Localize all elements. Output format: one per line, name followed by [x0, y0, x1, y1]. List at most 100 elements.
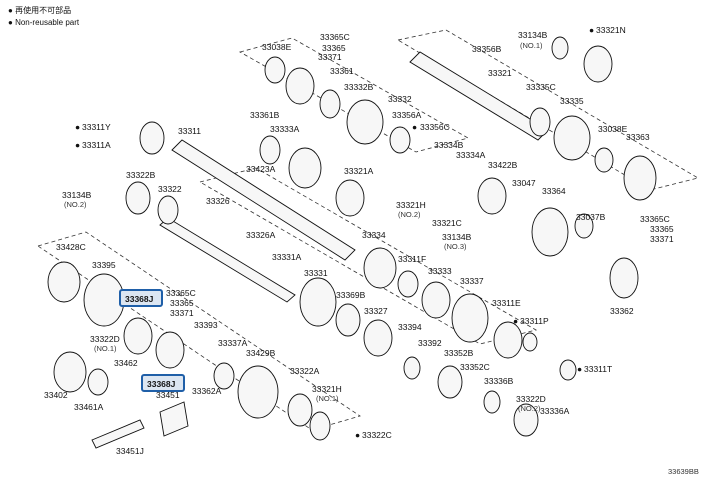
- part-label: 33322C: [362, 430, 392, 440]
- part-label: 33371: [318, 52, 342, 62]
- part-label: 33327: [364, 306, 388, 316]
- part-label: 33311E: [492, 298, 521, 308]
- gear-33423A: [288, 147, 322, 189]
- gear-33352B: [437, 365, 463, 399]
- part-label: 33038E: [598, 124, 628, 134]
- bearing-33321A: [335, 179, 365, 217]
- part-label: 33332: [388, 94, 412, 104]
- part-label: 33352B: [444, 348, 474, 358]
- gear-33429B: [237, 365, 279, 419]
- part-label: 33337: [460, 276, 484, 286]
- non-reusable-marker-icon: ●: [75, 122, 80, 132]
- part-label: 33363: [626, 132, 650, 142]
- bolt-33451J: [91, 419, 145, 449]
- part-label: 33047: [512, 178, 536, 188]
- part-label: 33311A: [82, 140, 111, 150]
- qualifier-note: (NO.1): [316, 394, 339, 403]
- gear-33322D: [123, 317, 153, 355]
- part-label: 33395: [92, 260, 116, 270]
- part-label: 33451J: [116, 446, 144, 456]
- part-label: 33038E: [262, 42, 292, 52]
- highlighted-part-label: 33368J: [125, 294, 154, 304]
- bearing-33461A: [87, 368, 109, 396]
- part-label: 33422B: [488, 160, 518, 170]
- part-label: 33311: [178, 126, 201, 136]
- part-label: 33423A: [246, 164, 276, 174]
- gear-33337A: [213, 362, 235, 390]
- part-label: 33365: [322, 43, 346, 53]
- part-label: 33334B: [434, 140, 464, 150]
- qualifiers: (NO.1) (NO.2) (NO.2) (NO.3) (NO.1) (NO.1…: [64, 41, 543, 413]
- part-label: 33331: [304, 268, 328, 278]
- part-label: 33321N: [596, 25, 626, 35]
- gear-33327: [363, 319, 393, 357]
- ring-33356A: [389, 126, 411, 154]
- part-label: 33402: [44, 390, 68, 400]
- part-label: 33451: [156, 390, 180, 400]
- qualifier-note: (NO.2): [518, 404, 541, 413]
- part-label: 33428C: [56, 242, 86, 252]
- part-label: 33322A: [290, 366, 320, 376]
- gear-33311A: [139, 121, 165, 155]
- part-label: 33331A: [272, 252, 302, 262]
- gear-33333: [421, 281, 451, 319]
- non-reusable-marker-icon: ●: [589, 25, 594, 35]
- gear-33362: [609, 257, 639, 299]
- gear-33393: [155, 331, 185, 369]
- part-label: 33322D: [516, 394, 546, 404]
- part-label: 33461A: [74, 402, 104, 412]
- part-label: 33334A: [456, 150, 486, 160]
- gear-33402: [53, 351, 87, 393]
- highlighted-labels: 33368J 33368J: [119, 289, 185, 392]
- non-reusable-marker-icon: ●: [412, 122, 417, 132]
- part-label: 33369B: [336, 290, 366, 300]
- part-label: 33364: [542, 186, 566, 196]
- part-label: 33335: [560, 96, 584, 106]
- part-labels: 33365C 33365 33371 33038E 33361 33332B 3…: [44, 25, 674, 456]
- part-label: 33365: [650, 224, 674, 234]
- part-label: 33326: [206, 196, 230, 206]
- non-reusable-markers: ● ● ● ● ● ● ●: [75, 25, 594, 440]
- legend: ● 再使用不可部品 ● Non-reusable part: [8, 5, 80, 27]
- gear-33337: [451, 293, 489, 343]
- ring-33038E-right: [594, 147, 614, 173]
- part-label: 33311F: [398, 254, 426, 264]
- gear-33422B: [477, 177, 507, 215]
- legend-item-japanese: ● 再使用不可部品: [8, 5, 71, 15]
- part-label: 33134B: [442, 232, 472, 242]
- part-label: 33311T: [584, 364, 612, 374]
- part-label: 33393: [194, 320, 218, 330]
- gear-33361: [285, 67, 315, 105]
- part-label: 33365C: [640, 214, 670, 224]
- part-label: 33365: [170, 298, 194, 308]
- non-reusable-marker-icon: ●: [577, 364, 582, 374]
- part-label: 33361: [330, 66, 354, 76]
- ring-33311P: [522, 332, 538, 352]
- part-label: 33371: [170, 308, 194, 318]
- qualifier-note: (NO.3): [444, 242, 467, 251]
- ring-33395: [83, 273, 125, 327]
- ring-33311T: [559, 359, 577, 381]
- gear-33332B: [319, 89, 341, 119]
- qualifier-note: (NO.1): [94, 344, 117, 353]
- part-label: 33134B: [62, 190, 92, 200]
- group-outline-upper: [238, 37, 470, 153]
- highlighted-part-label: 33368J: [147, 379, 176, 389]
- part-label: 33337A: [218, 338, 248, 348]
- part-label: 33336B: [484, 376, 514, 386]
- bearing-33322B: [125, 181, 151, 215]
- gear-33369B: [335, 303, 361, 337]
- block-33451: [159, 401, 189, 437]
- part-label: 33311Y: [82, 122, 111, 132]
- part-label: 33356A: [392, 110, 422, 120]
- group-outline-lower-left: [37, 231, 361, 431]
- group-outline-middle: [198, 167, 538, 345]
- part-label: 33321H: [312, 384, 342, 394]
- gear-33038E-top: [264, 56, 286, 84]
- gear-33364: [531, 207, 569, 257]
- gear-33363: [623, 155, 657, 201]
- input-shaft: [171, 139, 356, 261]
- part-label: 33134B: [518, 30, 548, 40]
- part-label: 33333A: [270, 124, 300, 134]
- reference-code: 33639BB: [668, 467, 699, 476]
